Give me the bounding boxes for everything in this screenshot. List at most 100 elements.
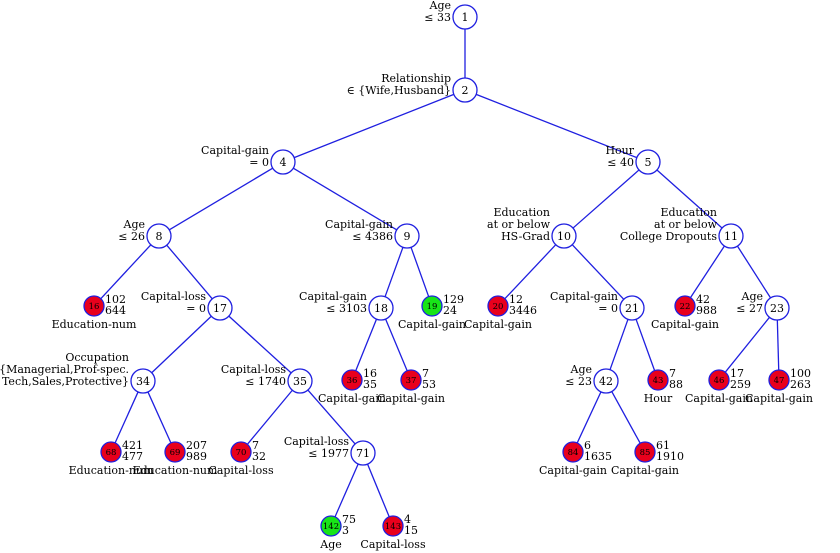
leaf-id: 70	[236, 448, 247, 458]
split-condition-line: ≤ 40	[607, 156, 634, 169]
leaf-circle	[83, 295, 105, 317]
leaf-count-negative: 644	[105, 304, 126, 317]
split-condition-line: = 0	[186, 302, 206, 315]
tree-edge-18-37	[385, 318, 408, 372]
tree-edge-11-22	[689, 245, 725, 298]
node-id: 11	[724, 230, 738, 243]
tree-edge-35-70	[246, 389, 293, 445]
tree-edge-11-23	[736, 245, 772, 299]
tree-edge-42-84	[576, 391, 602, 444]
node-circle	[635, 149, 661, 175]
node-id: 10	[557, 230, 571, 243]
leaf-count-positive: 12	[509, 293, 523, 306]
tree-edge-4-8	[168, 167, 274, 231]
leaf-count-positive: 17	[730, 367, 744, 380]
leaf-id: 142	[323, 522, 339, 532]
split-condition-line: HS-Grad	[501, 230, 550, 243]
tree-node-71: 71 Capital-loss≤ 1977	[284, 435, 376, 466]
node-circle	[593, 368, 619, 394]
leaf-id: 36	[347, 376, 358, 386]
leaf-circle	[230, 441, 252, 463]
node-id: 18	[374, 302, 388, 315]
node-circle	[350, 440, 376, 466]
node-circle	[368, 295, 394, 321]
leaf-count-positive: 7	[669, 367, 676, 380]
tree-edge-21-42	[609, 319, 629, 370]
node-id: 2	[462, 84, 469, 97]
leaf-count-negative: 259	[730, 378, 751, 391]
tree-edge-2-5	[475, 93, 638, 159]
tree-edge-18-36	[355, 318, 378, 371]
tree-edge-23-47	[776, 319, 780, 371]
leaf-id: 46	[714, 376, 725, 386]
node-id: 1	[462, 11, 469, 24]
split-condition-line: at or below	[487, 218, 551, 231]
leaf-feature-label: Capital-gain	[464, 318, 532, 331]
node-id: 71	[356, 447, 370, 460]
split-condition-line: = 0	[598, 302, 618, 315]
split-condition-line: Age	[741, 290, 764, 303]
tree-edge-42-85	[611, 391, 641, 444]
leaf-feature-label: Capital-gain	[745, 392, 813, 405]
tree-edge-9-19	[410, 247, 430, 297]
split-condition-line: ≤ 1977	[308, 447, 349, 460]
tree-edge-2-4	[293, 93, 455, 159]
tree-edge-34-68	[114, 391, 139, 444]
split-condition-line: Capital-loss	[284, 435, 350, 448]
leaf-feature-label: Education-num	[133, 464, 218, 477]
node-circle	[452, 4, 478, 30]
leaf-feature-label: Capital-gain	[398, 318, 466, 331]
leaf-circle	[634, 441, 656, 463]
leaf-circle	[674, 295, 696, 317]
leaf-count-negative: 988	[696, 304, 717, 317]
leaf-count-negative: 989	[186, 450, 207, 463]
node-circle	[619, 295, 645, 321]
leaf-circle	[768, 369, 790, 391]
node-circle	[130, 368, 156, 394]
node-id: 4	[280, 156, 287, 169]
leaf-id: 85	[640, 448, 651, 458]
leaf-count-positive: 42	[696, 293, 710, 306]
node-circle	[287, 368, 313, 394]
split-condition-line: Capital-loss	[221, 363, 287, 376]
leaf-feature-label: Age	[319, 538, 342, 551]
leaf-circle	[487, 295, 509, 317]
leaf-circle	[382, 515, 404, 537]
node-id: 8	[156, 230, 163, 243]
split-condition-line: Relationship	[381, 72, 451, 85]
split-condition-line: ≤ 23	[565, 375, 592, 388]
leaf-circle	[164, 441, 186, 463]
leaf-count-positive: 4	[404, 513, 411, 526]
tree-edge-34-69	[147, 391, 172, 444]
leaf-id: 143	[385, 522, 401, 532]
leaf-id: 16	[89, 302, 100, 312]
leaf-count-positive: 100	[790, 367, 811, 380]
leaf-feature-label: Capital-gain	[539, 464, 607, 477]
leaf-circle	[320, 515, 342, 537]
node-circle	[764, 295, 790, 321]
split-condition-line: Capital-loss	[141, 290, 207, 303]
split-condition-line: Age	[123, 218, 146, 231]
tree-edge-9-18	[384, 247, 404, 297]
split-condition-line: College Dropouts	[620, 230, 718, 243]
node-circle	[270, 149, 296, 175]
tree-edge-5-11	[656, 169, 723, 229]
tree-edge-8-17	[166, 244, 213, 300]
